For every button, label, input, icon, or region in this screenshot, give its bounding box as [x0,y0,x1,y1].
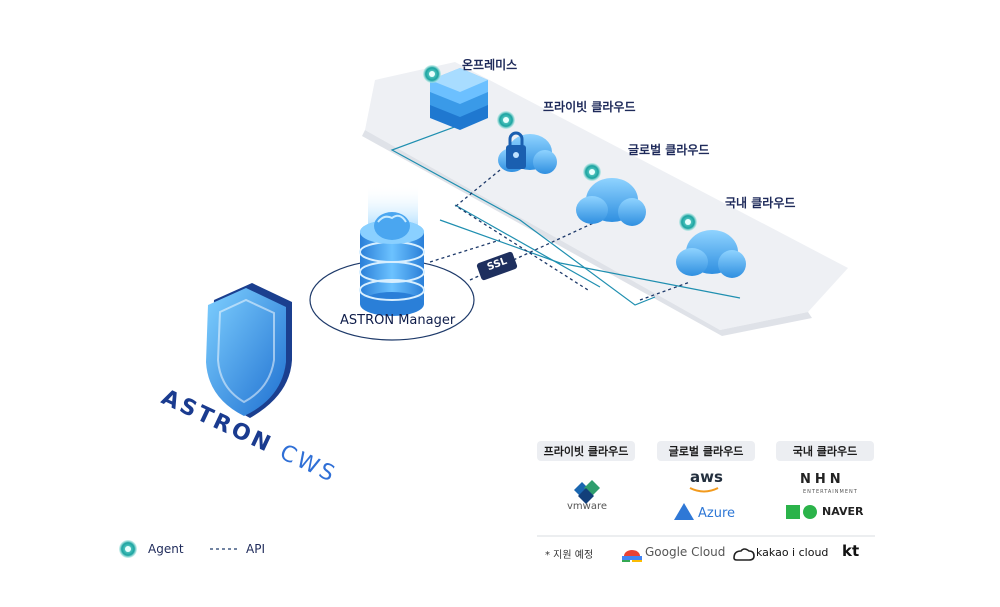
agent-icon [423,65,697,231]
aws-smile-mark [689,487,719,493]
domestic-cloud-label: 국내 클라우드 [725,196,796,210]
onprem-label: 온프레미스 [462,58,518,72]
vmware-logo: vmware [567,501,608,512]
nhn-sub-label: ENTERTAINMENT [803,489,858,495]
category-global-cloud: 글로벌 클라우드 [657,441,755,461]
aws-logo: aws [690,468,723,486]
domestic-cloud-icon [676,230,746,278]
private-cloud-label: 프라이빗 클라우드 [543,100,636,114]
google-cloud-logo: Google Cloud [645,545,726,559]
kakao-cloud-logo: kakao i cloud [756,546,829,559]
naver-logo-mark [786,505,817,519]
ssl-tag [476,251,518,281]
manager-label: ASTRON Manager [340,313,456,328]
legend-api-label: API [246,542,265,556]
kakao-cloud-mark [733,548,755,561]
nhn-logo: NHN [800,472,845,487]
onprem-server-icon [430,68,488,130]
global-cloud-icon [576,178,646,226]
legend-agent-core [125,546,131,552]
kt-logo: kt [842,542,860,560]
azure-logo: Azure [698,506,736,521]
legend-agent-label: Agent [148,542,184,556]
vmware-logo-mark [574,480,600,504]
azure-logo-mark [674,503,694,520]
naver-logo: NAVER [822,505,864,518]
api-lines [429,169,691,301]
global-cloud-label: 글로벌 클라우드 [628,143,710,157]
connection-lines [390,121,741,306]
google-cloud-mark [622,550,642,562]
planned-note: * 지원 예정 [545,550,594,561]
manager-database-icon [359,185,425,316]
shield-icon [206,283,292,418]
category-private-cloud: 프라이빗 클라우드 [537,441,635,461]
private-cloud-icon [498,131,557,174]
category-domestic-cloud: 국내 클라우드 [776,441,874,461]
